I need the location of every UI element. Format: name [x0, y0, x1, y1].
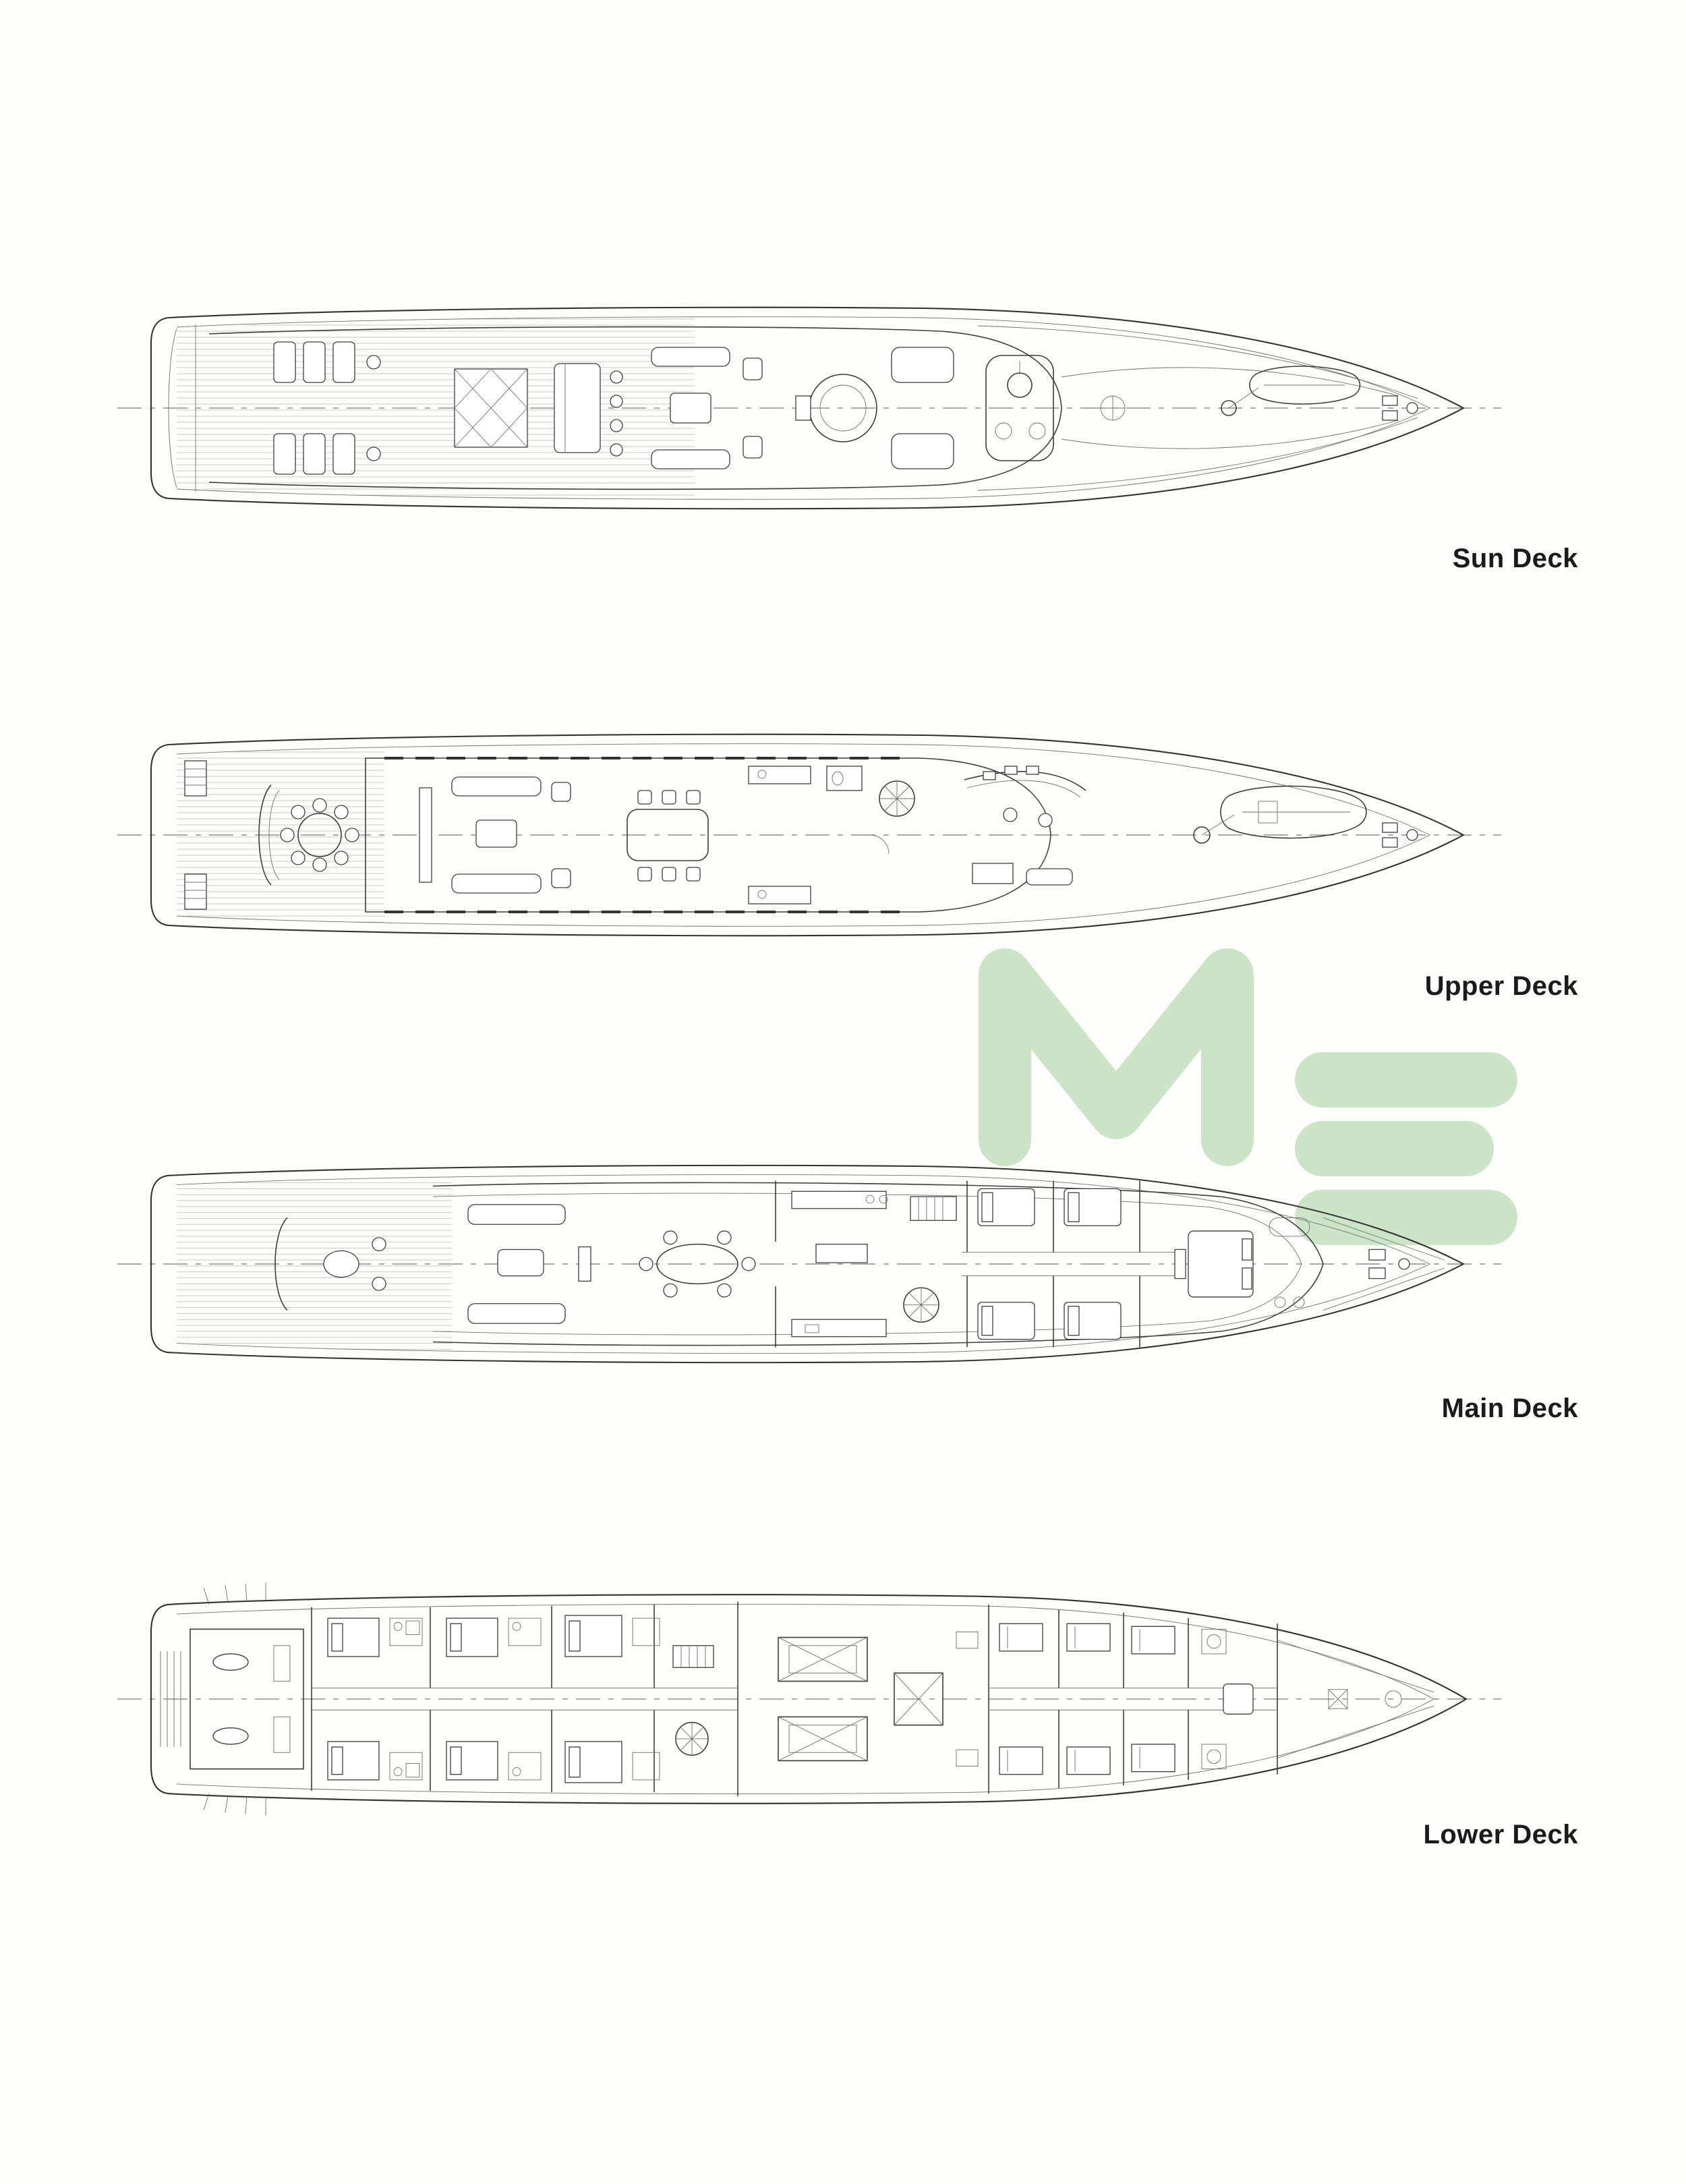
lounge-seating [651, 347, 763, 469]
deck-hatch [1100, 395, 1126, 421]
watertight-bulkheads [311, 1601, 1278, 1797]
hull-outline [150, 1594, 1467, 1804]
master-suite [1174, 1217, 1310, 1309]
anchor-windlass [1382, 822, 1418, 848]
deck-label-upper-deck: Upper Deck [1424, 971, 1578, 1001]
tender-boat [1193, 785, 1367, 844]
pantry [748, 766, 863, 904]
salon-seating [419, 776, 571, 894]
foredeck-gear [1322, 1217, 1445, 1311]
swim-platform-stairs [160, 1650, 181, 1748]
lower-deck-plan [115, 1569, 1504, 1829]
deck-label-sun-deck: Sun Deck [1452, 544, 1578, 573]
tender-boat [1221, 366, 1361, 416]
lobby-stairs [672, 1645, 714, 1756]
galley [775, 1180, 888, 1348]
wheelhouse [964, 766, 1086, 886]
aft-deck-dining [258, 784, 359, 886]
aft-deck-seating [274, 1217, 386, 1311]
main-deck-plan [115, 1139, 1504, 1389]
bow-compartment [1277, 1640, 1434, 1758]
hull-outline [150, 733, 1465, 937]
bar-with-stools [554, 363, 623, 457]
superstructure-edge [208, 325, 1418, 491]
salon-seating [467, 1204, 591, 1324]
brand-watermark [979, 948, 1517, 1245]
aft-stairs [184, 760, 207, 910]
hull-outline [150, 306, 1465, 510]
bow-porthole [1385, 1690, 1402, 1708]
beach-club [190, 1628, 304, 1770]
watermark-letter-m [979, 948, 1254, 1166]
skylight-hatch [454, 368, 528, 448]
stern-tick-marks [203, 1582, 266, 1816]
spiral-staircase [869, 780, 915, 855]
sun-loungers [273, 341, 381, 475]
dining-table [639, 1230, 756, 1298]
guest-corridor [312, 1604, 738, 1793]
upper-deck-plan [115, 707, 1504, 963]
jacuzzi [795, 374, 877, 442]
sun-deck-plan [115, 280, 1504, 536]
deckhouse [365, 757, 1051, 913]
crew-quarters [989, 1609, 1277, 1789]
engine-room [778, 1631, 979, 1767]
deck-label-lower-deck: Lower Deck [1423, 1820, 1578, 1849]
guest-cabins [962, 1180, 1175, 1348]
deck-label-main-deck: Main Deck [1441, 1393, 1578, 1423]
teak-decking [177, 316, 695, 500]
guest-cabins [327, 1615, 660, 1783]
anchor-windlass [1382, 395, 1418, 421]
teak-decking [177, 1176, 452, 1352]
hull-outline [150, 1164, 1465, 1364]
sun-pads [891, 347, 954, 469]
dining-table [627, 790, 709, 882]
staircases [903, 1196, 957, 1323]
radar-mast [985, 355, 1054, 461]
watermark-letter-e [1295, 1052, 1517, 1245]
